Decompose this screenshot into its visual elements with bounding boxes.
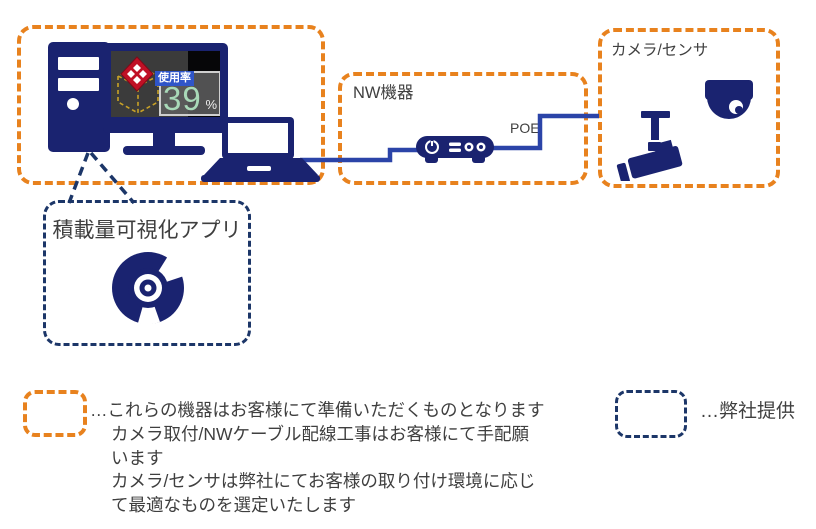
laptop-bottom-bar: [201, 175, 320, 182]
monitor-screen: 使用率 39 %: [111, 51, 220, 117]
camera-box-label: カメラ/センサ: [611, 42, 709, 59]
legend-note-line: います: [111, 447, 164, 468]
usage-value: 39: [163, 80, 202, 117]
legend-company-label: …弊社提供: [700, 401, 796, 422]
legend-customer-box: [23, 390, 87, 437]
laptop-trackpad: [247, 166, 271, 171]
laptop-icon: [222, 117, 294, 159]
app-callout-box: [43, 200, 251, 346]
legend-note-line: カメラ/センサは弊社にてお客様の取り付け環境に応じ: [111, 471, 536, 491]
nw-box-label: NW機器: [353, 84, 414, 102]
legend-note-line: て最適なものを選定いたします: [111, 494, 356, 515]
monitor-stand: [153, 132, 175, 148]
legend-customer-notes: カメラ取付/NWケーブル配線工事はお客様にて手配願 います カメラ/センサは弊社…: [111, 423, 535, 517]
customer-camera-group-box: [598, 28, 780, 188]
usage-overlay-panel: 使用率 39 %: [155, 71, 220, 117]
desktop-tower-icon: [48, 42, 110, 152]
dome-camera-icon: [705, 80, 753, 119]
disc-icon: [112, 252, 184, 325]
customer-pc-group-box: [17, 25, 325, 185]
legend-note-line: カメラ取付/NWケーブル配線工事はお客様にて手配願: [111, 424, 529, 444]
tower-power-button: [67, 98, 79, 110]
legend-company-box: [615, 390, 687, 438]
monitor-icon: 使用率 39 %: [103, 43, 228, 133]
usage-label: 使用率: [155, 71, 194, 86]
tower-slot-bar: [58, 78, 99, 91]
app-callout-label: 積載量可視化アプリ: [52, 219, 242, 242]
monitor-base: [123, 146, 205, 155]
usage-unit: %: [205, 97, 217, 112]
red-diamond-logo-icon: [120, 56, 154, 92]
bullet-camera-icon: [616, 111, 683, 181]
network-switch-icon: [416, 136, 494, 163]
laptop-screen: [228, 123, 288, 153]
tower-slot-bar: [58, 57, 99, 70]
legend-customer-line1: …これらの機器はお客様にて準備いただくものとなります: [90, 400, 545, 420]
poe-label: POE: [510, 120, 540, 136]
